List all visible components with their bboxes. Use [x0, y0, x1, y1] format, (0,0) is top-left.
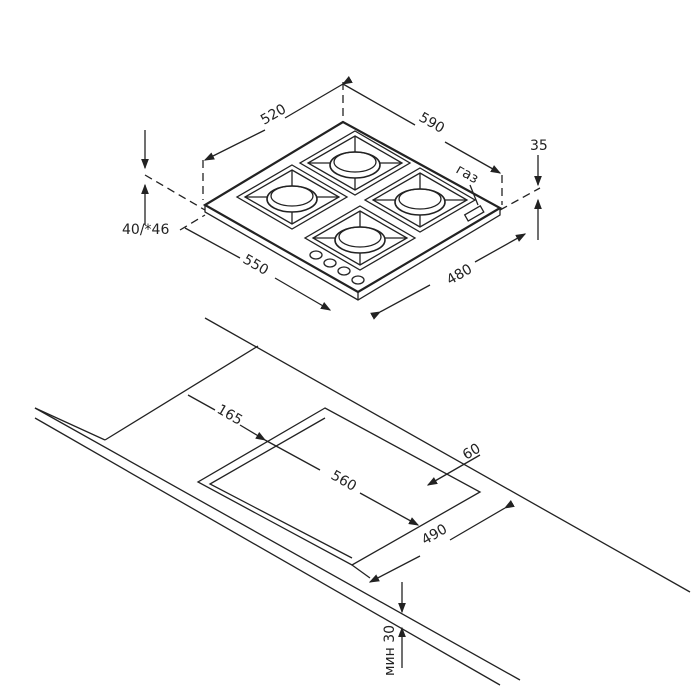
burners — [235, 130, 477, 271]
dim-min-30: мин 30 — [382, 625, 398, 676]
dim-490: 490 — [419, 521, 450, 548]
cutout-dimension-lines — [187, 394, 515, 668]
dimension-lines — [141, 76, 542, 320]
gas-inlet — [463, 205, 485, 222]
burner — [298, 130, 412, 196]
dim-40-46: 40/*46 — [122, 222, 169, 238]
dim-560: 560 — [328, 468, 359, 495]
dim-550: 550 — [240, 252, 271, 279]
dim-520: 520 — [258, 101, 289, 128]
dim-60: 60 — [460, 441, 483, 464]
dim-480: 480 — [444, 261, 475, 288]
dim-590: 590 — [416, 110, 447, 137]
burner — [363, 167, 477, 233]
burner — [235, 164, 349, 230]
burner — [303, 205, 417, 271]
control-knobs — [309, 250, 365, 285]
countertop — [34, 317, 691, 686]
dim-35: 35 — [530, 138, 548, 154]
